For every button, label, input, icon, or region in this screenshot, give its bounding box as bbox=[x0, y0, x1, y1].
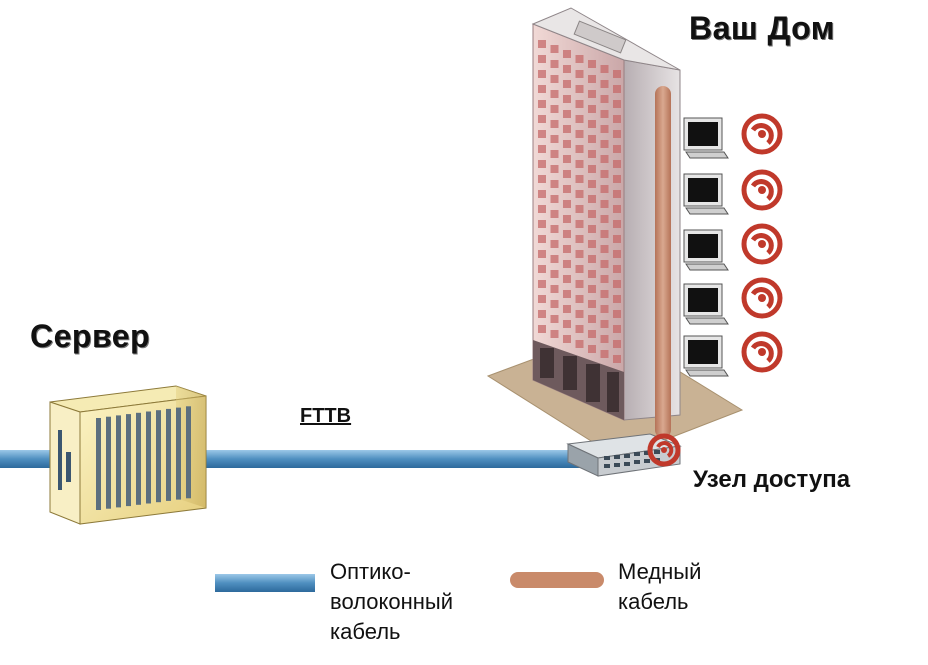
swirl-signal-icon bbox=[741, 113, 783, 155]
legend-copper-sample bbox=[510, 572, 604, 588]
building-base bbox=[533, 340, 624, 420]
legend-fiber-label-line1: Оптико- bbox=[330, 559, 411, 584]
server-label: Сервер bbox=[30, 318, 151, 354]
swirl-signal-icon bbox=[741, 331, 783, 373]
computer-monitor-icon bbox=[683, 173, 729, 215]
building-roof-unit bbox=[573, 20, 627, 54]
swirl-signal-icon bbox=[741, 223, 783, 265]
copper-riser-cable bbox=[655, 86, 671, 438]
access-node-swirl-icon bbox=[647, 433, 681, 467]
computer-monitor-icon bbox=[683, 335, 729, 377]
home-label: Ваш Дом bbox=[689, 10, 835, 46]
access-node-label: Узел доступа bbox=[693, 466, 851, 493]
legend-copper-label-line2: кабель bbox=[618, 589, 689, 614]
computer-monitor-icon bbox=[683, 283, 729, 325]
swirl-signal-icon bbox=[741, 277, 783, 319]
building-windows bbox=[538, 40, 621, 363]
legend-copper-label-line1: Медный bbox=[618, 559, 702, 584]
legend-fiber-label-line2: волоконный bbox=[330, 589, 454, 614]
fttb-label: FTTB bbox=[300, 405, 352, 427]
computer-monitor-icon bbox=[683, 117, 729, 159]
server-rack-icon bbox=[49, 385, 207, 525]
swirl-signal-icon bbox=[741, 169, 783, 211]
building-side-face bbox=[623, 59, 681, 421]
signal-swirls-column bbox=[741, 113, 783, 373]
access-node-switch-icon bbox=[566, 433, 682, 477]
computers-column bbox=[683, 117, 729, 377]
legend-fiber-sample bbox=[215, 574, 315, 592]
legend-fiber-label-line3: кабель bbox=[330, 619, 401, 644]
computer-monitor-icon bbox=[683, 229, 729, 271]
